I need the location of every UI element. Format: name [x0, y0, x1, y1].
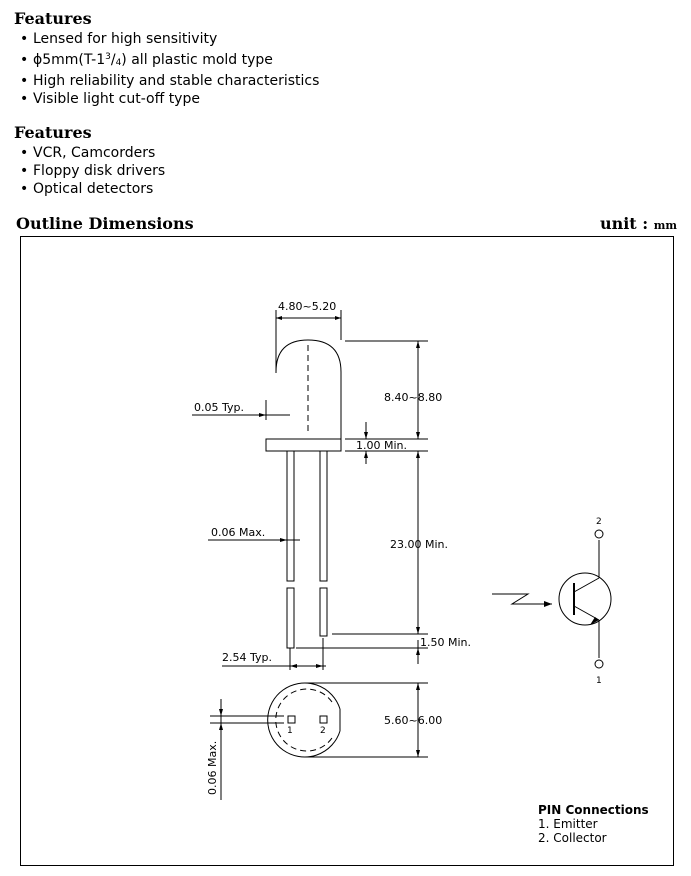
pin-item: 1. Emitter	[538, 817, 598, 831]
lead-left-end	[286, 587, 295, 649]
list-item: Lensed for high sensitivity	[20, 30, 319, 48]
pin-connections: PIN Connections 1. Emitter 2. Collector	[538, 803, 649, 845]
lead-left	[286, 450, 295, 582]
applications-list: VCR, Camcorders Floppy disk drivers Opti…	[20, 144, 165, 198]
pin-connections-title: PIN Connections	[538, 803, 649, 817]
lead-end-label: 1.50 Min.	[420, 636, 471, 649]
lead-right	[319, 450, 328, 582]
lens-width-label: 4.80~5.20	[278, 300, 336, 313]
led-flange	[265, 438, 342, 452]
outline-title: Outline Dimensions	[16, 214, 194, 233]
base-diameter-label: 5.60~6.00	[384, 714, 442, 727]
unit-label: unit : mm	[599, 214, 677, 233]
flange-label: 1.00 Min.	[356, 439, 407, 452]
list-item: Visible light cut-off type	[20, 90, 319, 108]
drawing-frame	[20, 236, 674, 866]
applications-heading: Features	[14, 123, 92, 142]
list-item: VCR, Camcorders	[20, 144, 165, 162]
offset-label: 0.05 Typ.	[194, 401, 244, 414]
phototransistor-symbol	[558, 572, 612, 626]
list-item: Optical detectors	[20, 180, 165, 198]
side-max-label: 0.06 Max.	[206, 741, 219, 795]
symbol-pin2: 2	[596, 517, 602, 527]
list-item: Floppy disk drivers	[20, 162, 165, 180]
base-outline	[267, 682, 341, 758]
features-list: Lensed for high sensitivity ϕ5mm(T-13/4)…	[20, 30, 319, 108]
pin-item: 2. Collector	[538, 831, 607, 845]
list-item: ϕ5mm(T-13/4) all plastic mold type	[20, 48, 319, 72]
features-heading: Features	[14, 9, 92, 28]
light-arrow	[492, 593, 552, 605]
lead-length-label: 23.00 Min.	[390, 538, 448, 551]
pin2-label: 2	[320, 726, 326, 736]
list-item: High reliability and stable characterist…	[20, 72, 319, 90]
pitch-label: 2.54 Typ.	[222, 651, 272, 664]
lens-height-label: 8.40~8.80	[384, 391, 442, 404]
pin1-label: 1	[287, 726, 293, 736]
led-lens	[275, 339, 342, 439]
lead-max-label: 0.06 Max.	[211, 526, 265, 539]
lead-right-end	[319, 587, 328, 637]
symbol-pin1: 1	[596, 676, 602, 686]
